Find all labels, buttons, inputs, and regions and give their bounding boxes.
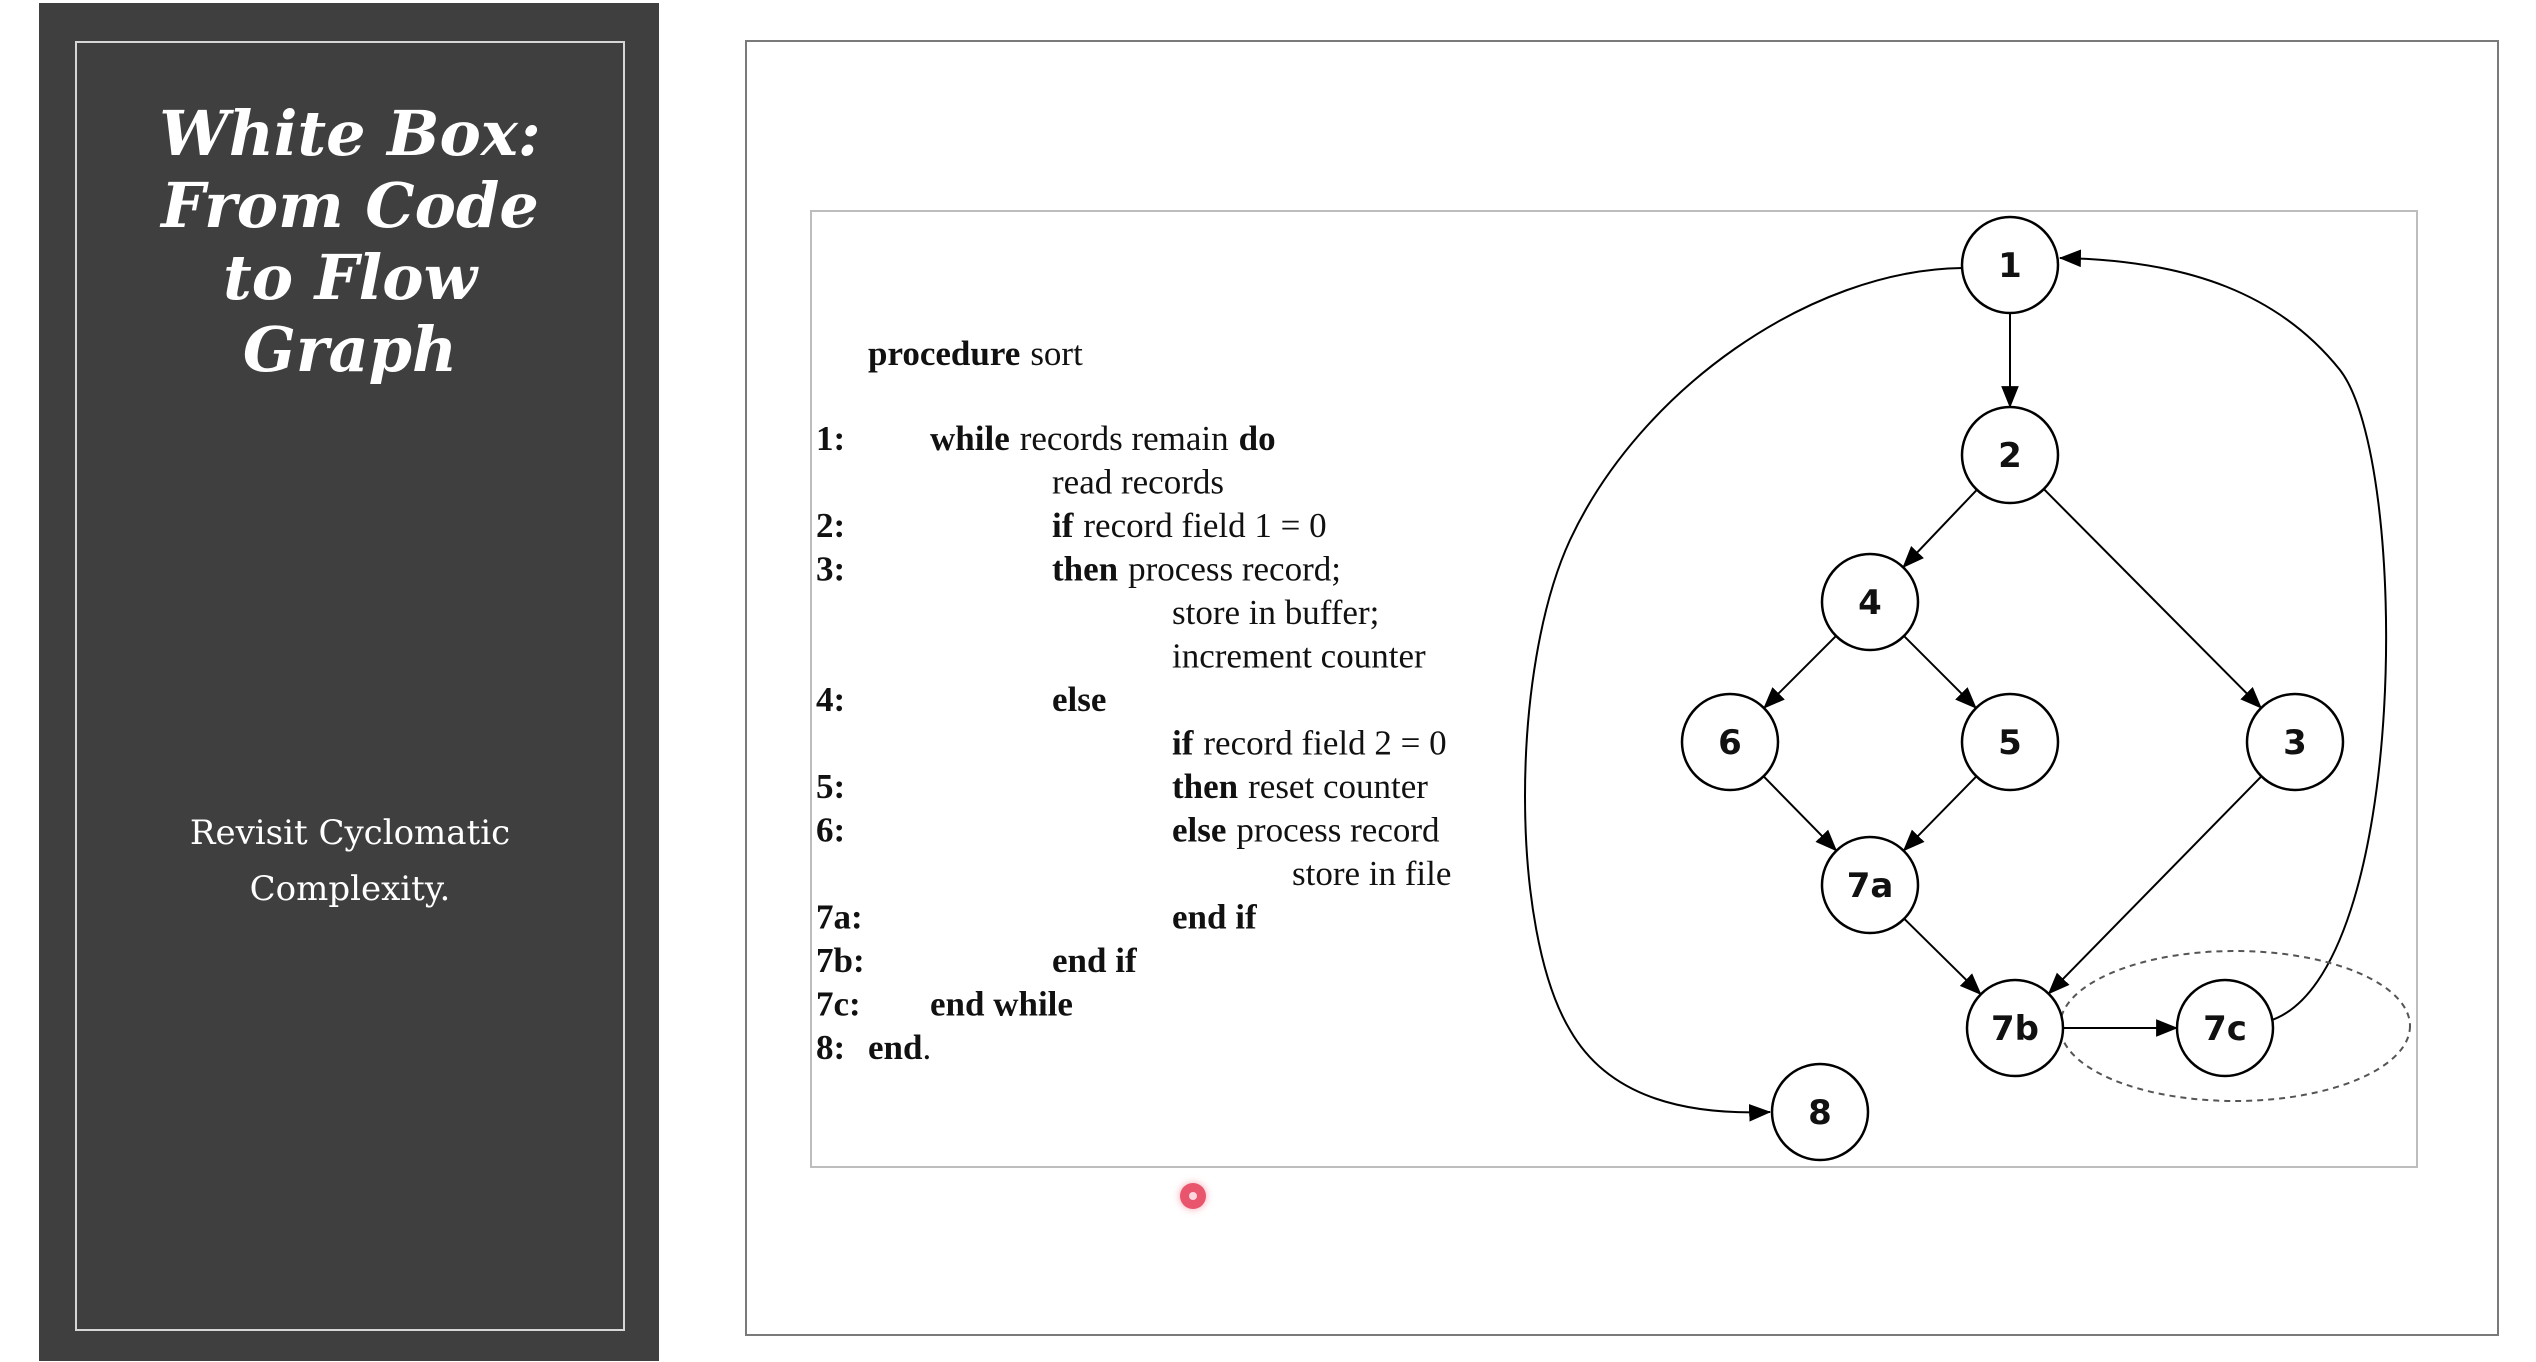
edge-6-7a bbox=[1762, 775, 1838, 852]
code-line: store in file bbox=[1292, 854, 1451, 893]
flowgraph-node: 2 bbox=[1960, 405, 2060, 505]
edge-7c-1 bbox=[2058, 249, 2388, 1021]
edge-1-8 bbox=[1524, 267, 1963, 1122]
node-label: 5 bbox=[1998, 723, 2022, 763]
flowgraph-edges bbox=[1524, 249, 2388, 1122]
flowgraph-node: 7c bbox=[2175, 978, 2275, 1078]
code-line: end. bbox=[868, 1028, 931, 1067]
code-line-number: 4: bbox=[816, 680, 845, 719]
flowgraph-node: 1 bbox=[1960, 215, 2060, 315]
node-label: 6 bbox=[1718, 723, 1742, 763]
flowgraph-node: 7a bbox=[1820, 835, 1920, 935]
slide-subtitle: Revisit Cyclomatic Complexity. bbox=[189, 813, 511, 909]
code-line: end while bbox=[930, 985, 1073, 1024]
node-label: 7a bbox=[1847, 866, 1894, 906]
node-circle bbox=[1820, 835, 1920, 935]
edge-2-4 bbox=[1902, 489, 1978, 569]
code-line-number: 6: bbox=[816, 811, 845, 850]
figure-border bbox=[810, 210, 2418, 1168]
node-label: 4 bbox=[1858, 583, 1882, 623]
code-line-number: 8: bbox=[816, 1028, 845, 1067]
sidebar-frame: White Box: From Code to Flow Graph Revis… bbox=[75, 41, 625, 1331]
code-line: store in buffer; bbox=[1172, 593, 1379, 632]
edge-2-3 bbox=[2043, 488, 2262, 709]
edge-4-6 bbox=[1763, 635, 1837, 709]
code-line: read records bbox=[1052, 463, 1224, 502]
slide-title: White Box: From Code to Flow Graph bbox=[159, 97, 541, 386]
code-line-number: 7c: bbox=[816, 985, 861, 1024]
node-circle bbox=[1770, 1062, 1870, 1162]
flowgraph-node: 5 bbox=[1960, 692, 2060, 792]
flowgraph-node: 6 bbox=[1680, 692, 1780, 792]
code-line-number: 3: bbox=[816, 550, 845, 589]
node-label: 1 bbox=[1998, 246, 2022, 286]
node-label: 7b bbox=[1991, 1009, 2039, 1049]
flowgraph-node: 4 bbox=[1820, 552, 1920, 652]
node-label: 7c bbox=[2203, 1009, 2247, 1049]
flowgraph-node: 7b bbox=[1965, 978, 2065, 1078]
code-line: end if bbox=[1052, 941, 1137, 980]
code-line-number: 7a: bbox=[816, 898, 863, 937]
node-circle bbox=[1960, 405, 2060, 505]
code-line-number: 5: bbox=[816, 767, 845, 806]
node-circle bbox=[1680, 692, 1780, 792]
code-line-number: 2: bbox=[816, 506, 845, 545]
node-circle bbox=[1960, 215, 2060, 315]
cursor-indicator bbox=[1180, 1183, 1206, 1209]
code-line: increment counter bbox=[1172, 637, 1426, 676]
node-label: 2 bbox=[1998, 436, 2022, 476]
code-line-number: 7b: bbox=[816, 941, 865, 980]
slide-sidebar: White Box: From Code to Flow Graph Revis… bbox=[39, 3, 659, 1361]
edge-7a-7b bbox=[1903, 917, 1982, 996]
flowgraph-nodes: 1 2 3 4 5 6 7a 7b 7c 8 bbox=[1680, 215, 2345, 1162]
code-line: else bbox=[1052, 680, 1106, 719]
node-circle bbox=[2175, 978, 2275, 1078]
node-label: 8 bbox=[1808, 1093, 1832, 1133]
node-circle bbox=[1965, 978, 2065, 1078]
edge-5-7a bbox=[1902, 775, 1978, 852]
node-circle bbox=[2245, 692, 2345, 792]
flowgraph-node: 8 bbox=[1770, 1062, 1870, 1162]
code-line-number: 1: bbox=[816, 419, 845, 458]
code-line: end if bbox=[1172, 898, 1257, 937]
edge-3-7b bbox=[2047, 775, 2263, 995]
node-label: 3 bbox=[2283, 723, 2307, 763]
flowgraph-node: 3 bbox=[2245, 692, 2345, 792]
node-circle bbox=[1820, 552, 1920, 652]
node-circle bbox=[1960, 692, 2060, 792]
edge-4-5 bbox=[1903, 635, 1977, 709]
